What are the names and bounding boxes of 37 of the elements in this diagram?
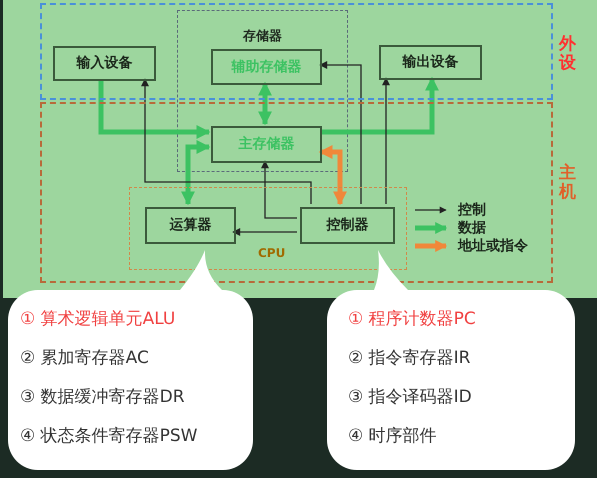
- list-item: ④ 时序部件: [348, 425, 438, 448]
- process-box: [211, 126, 322, 163]
- legend-label: 数据: [458, 220, 486, 236]
- list-item: ① 程序计数器PC: [348, 308, 476, 331]
- region-label: 外设: [559, 35, 576, 72]
- box-label: 控制器: [326, 216, 368, 235]
- process-box: [379, 45, 482, 80]
- region-label: 主机: [559, 164, 576, 202]
- process-box: [300, 207, 395, 244]
- arrow: [318, 145, 347, 206]
- cpu-label: CPU: [258, 245, 286, 262]
- arrow: [98, 79, 210, 139]
- arrow: [181, 140, 210, 206]
- box-label: 辅助存储器: [232, 58, 302, 76]
- box-label: 输入设备: [76, 54, 132, 73]
- arrow: [320, 76, 439, 134]
- list-item: ③ 数据缓冲寄存器DR: [20, 386, 186, 409]
- legend-label: 控制: [458, 202, 486, 218]
- list-item: ① 算术逻辑单元ALU: [20, 308, 176, 331]
- arrow: [261, 160, 297, 219]
- list-item: ② 累加寄存器AC: [20, 347, 150, 370]
- arrow: [319, 61, 362, 204]
- group-title: 存储器: [242, 28, 283, 46]
- process-box: [145, 207, 236, 244]
- process-box: [53, 46, 156, 81]
- arrow: [232, 228, 297, 236]
- process-box: [211, 49, 322, 85]
- list-item: ② 指令寄存器IR: [348, 347, 472, 370]
- box-label: 主存储器: [238, 134, 294, 154]
- box-label: 输出设备: [402, 53, 458, 72]
- legend-label: 地址或指令: [458, 238, 528, 254]
- arrow: [258, 82, 272, 126]
- box-label: 运算器: [170, 216, 212, 235]
- arrow: [382, 77, 390, 204]
- list-item: ④ 状态条件寄存器PSW: [20, 425, 198, 448]
- arrow: [141, 78, 312, 204]
- list-item: ③ 指令译码器ID: [348, 386, 473, 409]
